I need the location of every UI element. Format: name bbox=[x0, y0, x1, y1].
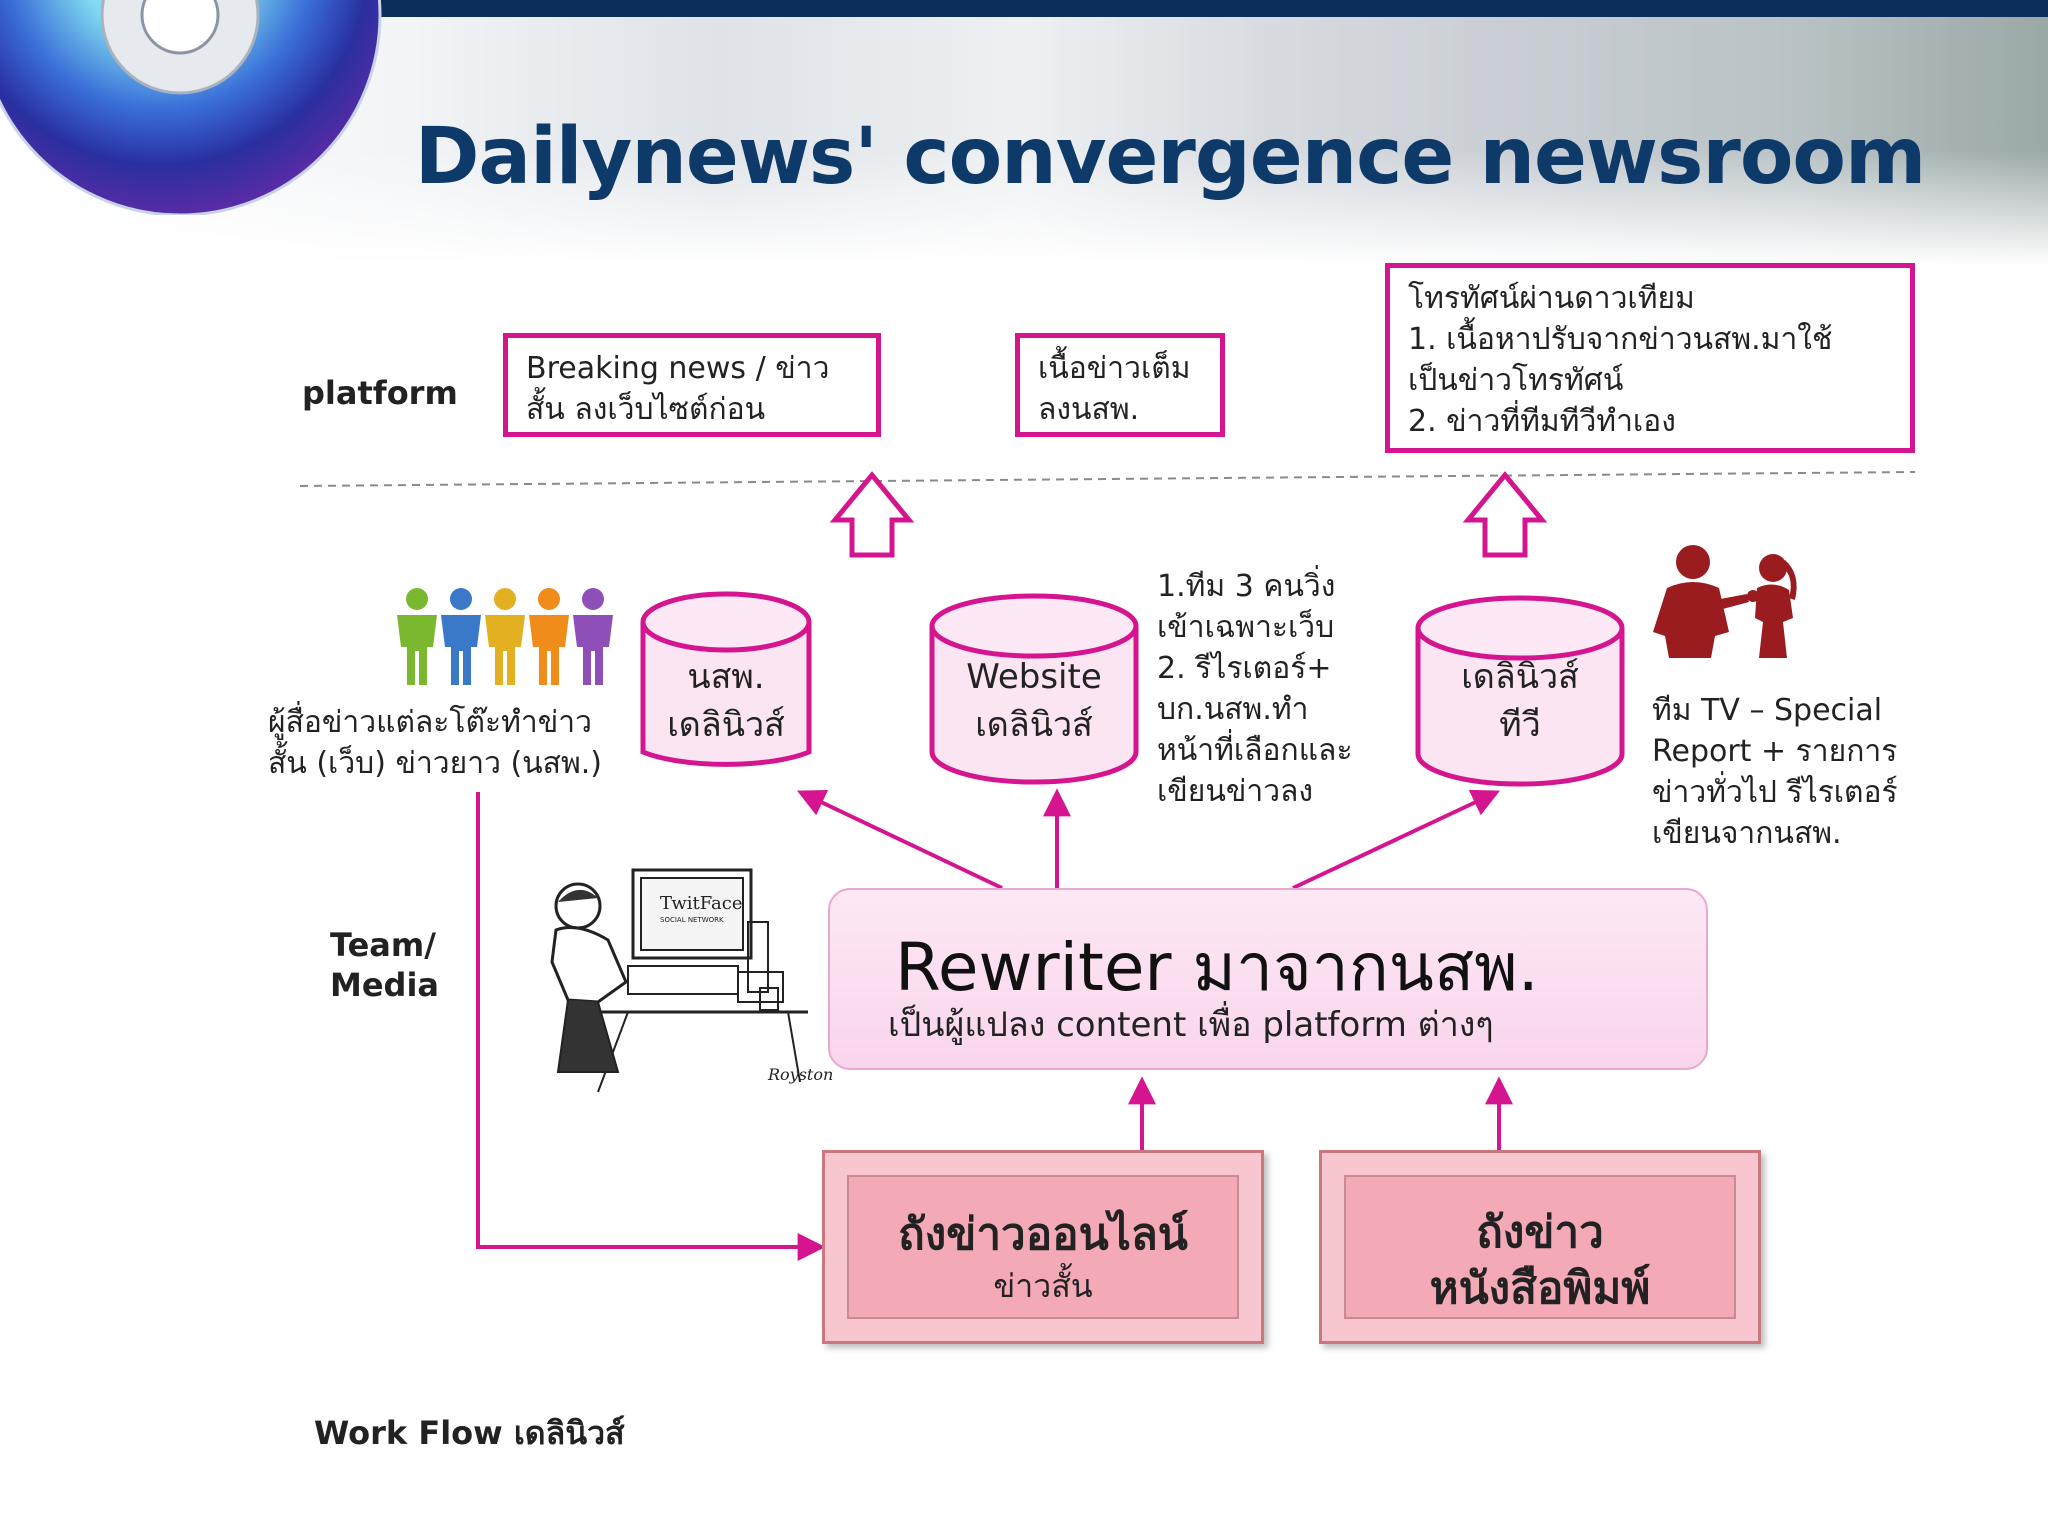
header-top-bar bbox=[340, 0, 2048, 17]
rewriter-title: Rewriter มาจากนสพ. bbox=[895, 929, 1539, 1006]
source-print-news-bin: ถังข่าว หนังสือพิมพ์ bbox=[1319, 1150, 1761, 1344]
person-figure bbox=[573, 588, 613, 685]
arrow-rewriter-to-newspaper bbox=[796, 789, 1003, 890]
note-website-team: 1.ทีม 3 คนวิ่ง เข้าเฉพาะเว็บ 2. รีไรเตอร… bbox=[1157, 569, 1353, 809]
tv-interview-icon bbox=[1653, 545, 1797, 658]
database-newspaper-label: นสพ. เดลินิวส์ bbox=[667, 657, 785, 745]
cartoon-screen-subtext: SOCIAL NETWORK bbox=[660, 916, 724, 924]
rewriter-subtitle: เป็นผู้แปลง content เพื่อ platform ต่างๆ bbox=[888, 1005, 1494, 1045]
note-tv-team: ทีม TV – Special Report + รายการ ข่าวทั่… bbox=[1652, 693, 1898, 851]
source-online-news-bin: ถังข่าวออนไลน์ ข่าวสั้น bbox=[822, 1150, 1264, 1344]
cartoon-computer-user-image: TwitFace SOCIAL NETWORK Royston bbox=[538, 862, 833, 1102]
person-figure bbox=[485, 588, 525, 685]
platform-box-tv: โทรทัศน์ผ่านดาวเทียม 1. เนื้อหาปรับจากข่… bbox=[1385, 263, 1915, 453]
database-tv-cylinder bbox=[1415, 595, 1625, 787]
arrow-rewriter-to-tv bbox=[1292, 789, 1501, 890]
cartoon-signature: Royston bbox=[767, 1065, 833, 1084]
database-newspaper-cylinder bbox=[640, 591, 812, 767]
separator-line bbox=[299, 471, 1916, 487]
note-reporters: ผู้สื่อข่าวแต่ละโต๊ะทำข่าว สั้น (เว็บ) ข… bbox=[268, 705, 602, 781]
cd-disc-icon bbox=[0, 0, 382, 215]
source-online-title: ถังข่าวออนไลน์ bbox=[898, 1209, 1188, 1260]
people-group-icon bbox=[397, 588, 613, 685]
platform-box-newspaper: เนื้อข่าวเต็ม ลงนสพ. bbox=[1015, 333, 1225, 437]
database-website-label: Website เดลินิวส์ bbox=[966, 657, 1102, 745]
up-arrow-to-web bbox=[829, 471, 915, 558]
team-media-label: Team/ Media bbox=[330, 926, 440, 1004]
cartoon-screen-text: TwitFace bbox=[660, 893, 743, 914]
up-arrow-to-tv bbox=[1462, 471, 1548, 558]
platform-box-web: Breaking news / ข่าว สั้น ลงเว็บไซต์ก่อน bbox=[503, 333, 881, 437]
database-website-cylinder bbox=[929, 593, 1139, 785]
workflow-caption: Work Flow เดลินิวส์ bbox=[314, 1414, 625, 1452]
source-print-title-line1: ถังข่าว bbox=[1476, 1207, 1604, 1258]
person-figure bbox=[529, 588, 569, 685]
rewriter-box bbox=[828, 888, 1708, 1070]
person-figure bbox=[397, 588, 437, 685]
arrow-reporters-to-online bbox=[476, 792, 826, 1261]
platform-label: platform bbox=[302, 374, 458, 412]
source-online-subtitle: ข่าวสั้น bbox=[993, 1267, 1093, 1305]
person-figure bbox=[441, 588, 481, 685]
database-tv-label: เดลินิวส์ ทีวี bbox=[1461, 657, 1579, 745]
page-title: Dailynews' convergence newsroom bbox=[414, 112, 1927, 202]
source-print-title-line2: หนังสือพิมพ์ bbox=[1429, 1263, 1651, 1314]
